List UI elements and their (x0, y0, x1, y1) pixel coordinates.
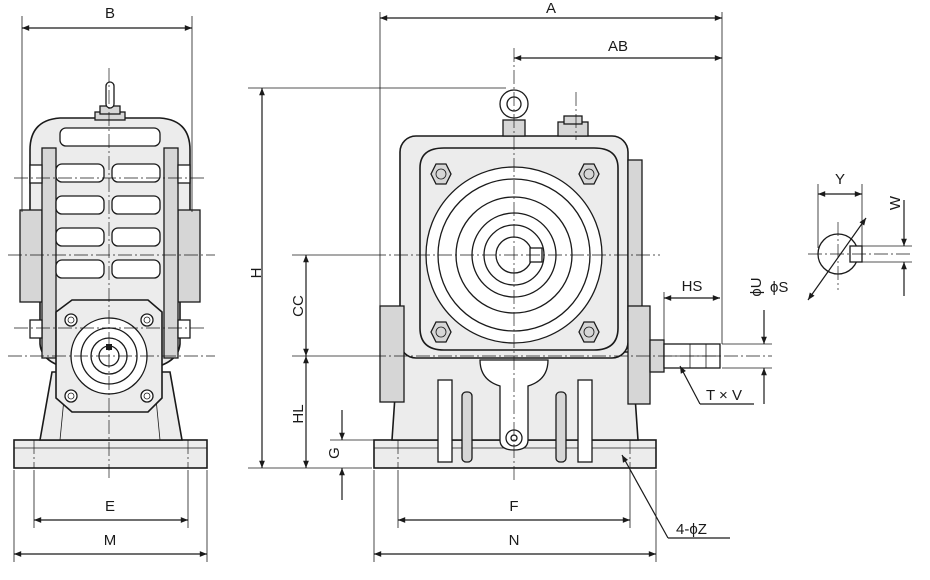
label-CC: CC (290, 295, 307, 317)
side-flange-right (177, 209, 201, 303)
side-rib-right (163, 147, 179, 359)
label-M: M (104, 532, 117, 549)
leader-S (807, 217, 867, 301)
side-flange-left (19, 209, 43, 303)
front-view (372, 48, 772, 480)
label-A: A (546, 0, 556, 17)
label-AB: AB (608, 38, 628, 55)
label-phiU: ϕU (748, 277, 765, 296)
label-HL: HL (290, 404, 307, 423)
label-4-phiZ: 4-ϕZ (676, 521, 707, 538)
front-side-flange-left (379, 305, 405, 403)
side-base-plate (13, 439, 208, 469)
label-F: F (509, 498, 518, 515)
front-side-flange-right (627, 305, 651, 405)
front-dimensions (248, 12, 772, 562)
label-N: N (509, 532, 520, 549)
leader-Z (621, 454, 669, 539)
label-W: W (887, 195, 904, 210)
cover-bolts (430, 163, 600, 343)
label-B: B (105, 5, 115, 22)
label-H: H (248, 268, 265, 279)
front-support-slot (437, 379, 453, 463)
side-rib-left (41, 147, 57, 359)
label-G: G (326, 447, 343, 459)
label-TxV: T × V (706, 387, 742, 404)
label-E: E (105, 498, 115, 515)
side-view (8, 16, 215, 562)
label-Y: Y (835, 171, 845, 188)
leader-TV (679, 365, 701, 405)
label-phiS: ϕS (770, 279, 788, 296)
vent-rod (105, 81, 115, 109)
front-side-rib-right (627, 159, 643, 321)
dimension-labels: B A AB H CC HL G E M F N 4-ϕZ HS ϕU T × … (104, 0, 904, 549)
label-HS: HS (682, 278, 703, 295)
cooling-fins (55, 127, 161, 279)
shaft-section-detail (807, 184, 912, 301)
